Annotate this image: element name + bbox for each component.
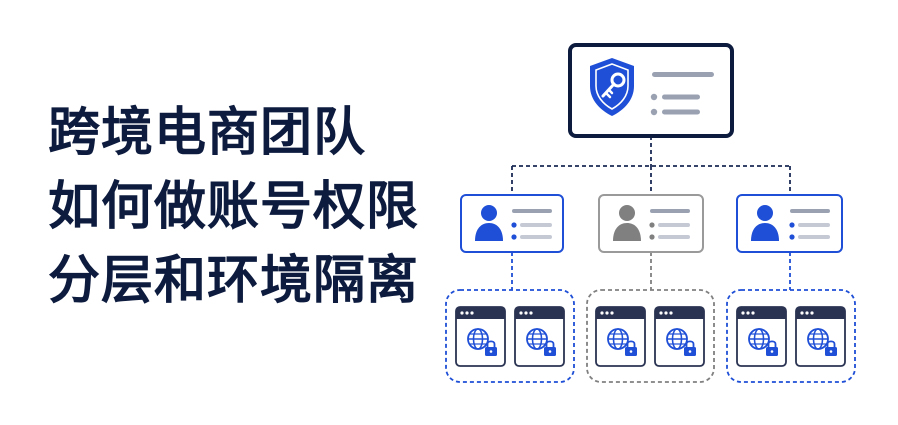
admin-card-lines xyxy=(650,72,714,116)
user-icon xyxy=(475,205,503,241)
user-icon xyxy=(613,205,641,241)
headline: 跨境电商团队 如何做账号权限 分层和环境隔离 xyxy=(48,96,438,318)
headline-line-2: 如何做账号权限 xyxy=(48,177,420,237)
headline-line-1: 跨境电商团队 xyxy=(48,103,367,163)
headline-line-3: 分层和环境隔离 xyxy=(48,251,420,311)
shield-key-icon xyxy=(590,58,634,116)
connector-lines xyxy=(511,136,791,195)
env-group-right xyxy=(726,289,856,383)
browser-window-left-1 xyxy=(455,306,506,367)
member-card-center xyxy=(598,194,704,253)
admin-card xyxy=(568,43,734,138)
member-card-left xyxy=(460,194,564,253)
env-group-center xyxy=(586,289,715,383)
browser-window-left-2 xyxy=(514,306,565,367)
user-icon xyxy=(751,205,779,241)
member-card-right xyxy=(736,194,843,253)
env-group-left xyxy=(445,289,575,383)
browser-window-right-2 xyxy=(795,306,846,367)
browser-window-center-2 xyxy=(654,306,705,367)
browser-window-center-1 xyxy=(595,306,646,367)
browser-window-right-1 xyxy=(736,306,787,367)
